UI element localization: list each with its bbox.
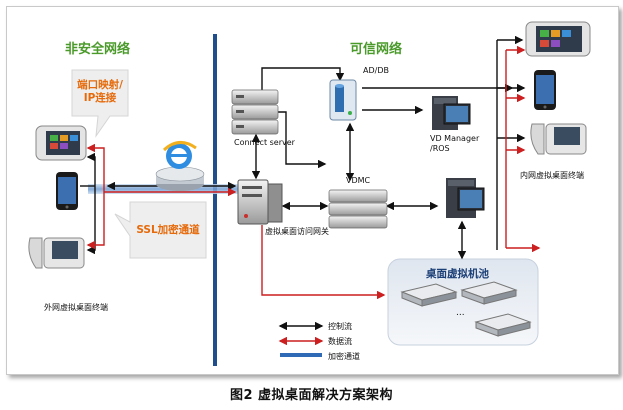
vdmc-label: VDMC <box>346 176 371 185</box>
connect-server-label: Connect server <box>234 138 295 147</box>
zone-trusted-label: 可信网络 <box>350 42 403 57</box>
pool-server-icon <box>400 283 458 307</box>
smartphone-icon <box>534 70 556 110</box>
tablet-icon <box>35 125 87 161</box>
pool-title: 桌面虚拟机池 <box>426 268 489 280</box>
vdmc-server-icon <box>328 189 388 229</box>
pool-server-icon <box>474 313 532 337</box>
legend-data-label: 数据流 <box>328 337 352 346</box>
pool-ellipsis: ... <box>456 308 465 318</box>
gateway-label: 虚拟桌面访问网关 <box>265 227 329 236</box>
internet-explorer-icon <box>155 141 205 191</box>
legend-control-label: 控制流 <box>328 322 352 331</box>
data-flows <box>86 45 541 300</box>
desk-phone-icon <box>28 237 85 269</box>
network-divider <box>213 34 217 366</box>
vd-manager-label: VD Manager /ROS <box>430 134 480 153</box>
zone-untrusted-label: 非安全网络 <box>65 42 131 57</box>
ssl-tunnel-label: SSL加密通道 <box>136 224 200 236</box>
legend-encrypted-symbol <box>280 353 322 357</box>
vd-manager-icon <box>432 96 471 130</box>
pool-server-icon <box>460 281 518 305</box>
legend-encrypted-label: 加密通道 <box>328 352 360 361</box>
ad-db-label: AD/DB <box>363 66 389 75</box>
ssl-tunnel-callout <box>114 201 207 259</box>
port-mapping-callout <box>71 69 129 138</box>
smartphone-icon <box>56 172 78 210</box>
port-mapping-label: 端口映射/ IP连接 <box>77 79 123 104</box>
vd-host-icon <box>446 178 485 218</box>
tablet-icon <box>525 21 591 57</box>
desk-phone-icon <box>530 123 587 155</box>
gateway-icon <box>237 179 283 225</box>
internal-terminals-label: 内网虚拟桌面终端 <box>520 171 584 180</box>
figure-caption: 图2 虚拟桌面解决方案架构 <box>229 388 394 403</box>
database-icon <box>329 79 357 121</box>
connect-server-icon <box>231 89 279 135</box>
external-terminals-label: 外网虚拟桌面终端 <box>44 303 108 312</box>
